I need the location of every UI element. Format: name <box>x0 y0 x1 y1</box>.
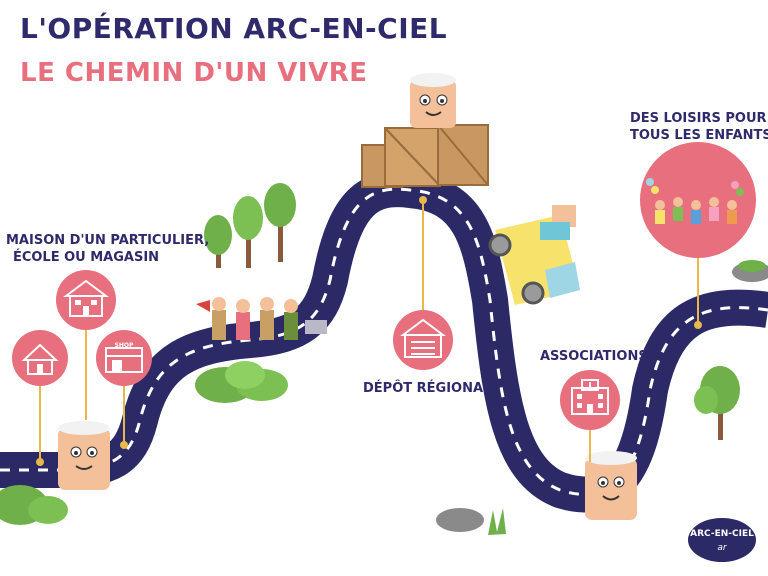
logo-icon: ARC-EN-CIEL ar <box>688 518 756 562</box>
bush-icon <box>436 508 506 535</box>
leisure-label-line1: DES LOISIRS POUR <box>630 111 767 126</box>
logo-subtext: ar <box>717 543 728 553</box>
house-icon <box>12 330 68 386</box>
page-subtitle: LE CHEMIN D'UN VIVRE <box>20 58 368 88</box>
mascot-icon <box>410 73 456 128</box>
depot-label: DÉPÔT RÉGIONAL <box>363 381 492 396</box>
mascot-icon <box>585 451 637 520</box>
road <box>0 171 768 513</box>
bush-icon <box>0 485 68 525</box>
school-icon <box>56 270 116 330</box>
tree-icon <box>694 366 740 440</box>
van-icon <box>488 205 580 305</box>
hospital-icon <box>560 370 620 430</box>
shop-sign: SHOP <box>114 342 134 349</box>
connector-lines <box>36 196 702 466</box>
leisure-label-line2: TOUS LES ENFANTS <box>630 128 768 143</box>
road-center-line <box>0 187 768 496</box>
children-icon <box>196 297 327 340</box>
origin-label-line2: ÉCOLE OU MAGASIN <box>12 250 160 265</box>
warehouse-icon <box>393 310 453 370</box>
leisure-label: DES LOISIRS POUR TOUS LES ENFANTS <box>630 110 768 144</box>
associations-label: ASSOCIATIONS <box>540 349 648 364</box>
mascot-icon <box>58 421 110 490</box>
bush-icon <box>195 361 288 403</box>
children-icon <box>640 142 756 258</box>
origin-label-line1: MAISON D'UN PARTICULIER, <box>6 233 210 248</box>
crate-icon <box>361 124 489 188</box>
origin-label: MAISON D'UN PARTICULIER, ÉCOLE OU MAGASI… <box>6 232 210 266</box>
tree-icon <box>204 183 296 268</box>
page-title: L'OPÉRATION ARC-EN-CIEL <box>20 12 448 45</box>
logo-text: ARC-EN-CIEL <box>690 529 754 539</box>
bush-icon <box>732 260 768 282</box>
shop-icon <box>96 330 152 386</box>
